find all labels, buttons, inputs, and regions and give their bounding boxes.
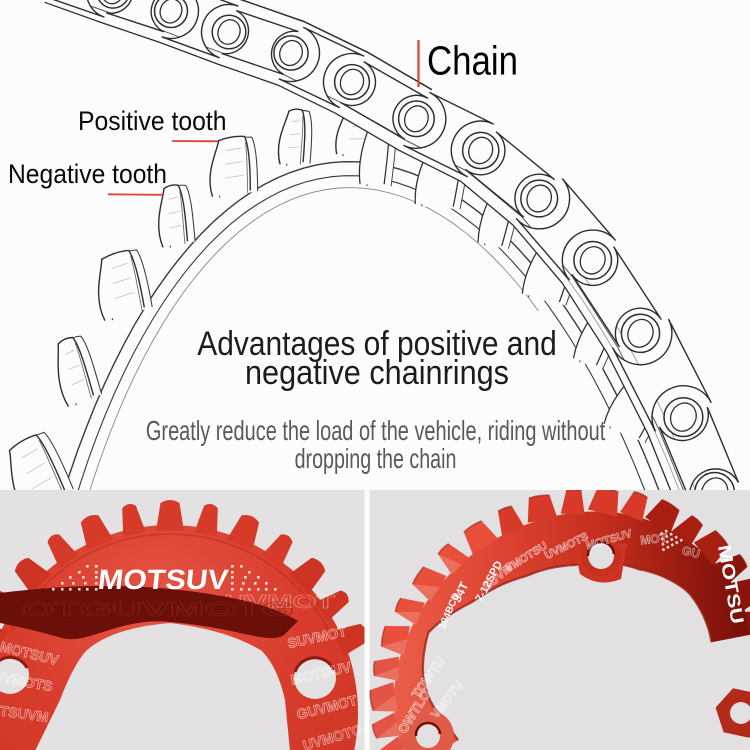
svg-text:GU: GU: [681, 543, 702, 561]
svg-text:Positive tooth: Positive tooth: [78, 106, 227, 136]
svg-text:Chain: Chain: [427, 38, 518, 84]
svg-text:Advantages of positive and: Advantages of positive and: [197, 325, 557, 363]
svg-text:dropping the chain: dropping the chain: [295, 443, 457, 474]
svg-text:negative chainrings: negative chainrings: [245, 354, 509, 392]
svg-text:Greatly reduce the load of the: Greatly reduce the load of the vehicle, …: [146, 415, 606, 446]
svg-text:MOTSUV: MOTSUV: [96, 564, 230, 595]
svg-text:Negative tooth: Negative tooth: [8, 159, 167, 189]
svg-text:OTGUVMOTG: OTGUVMOTG: [22, 599, 294, 621]
